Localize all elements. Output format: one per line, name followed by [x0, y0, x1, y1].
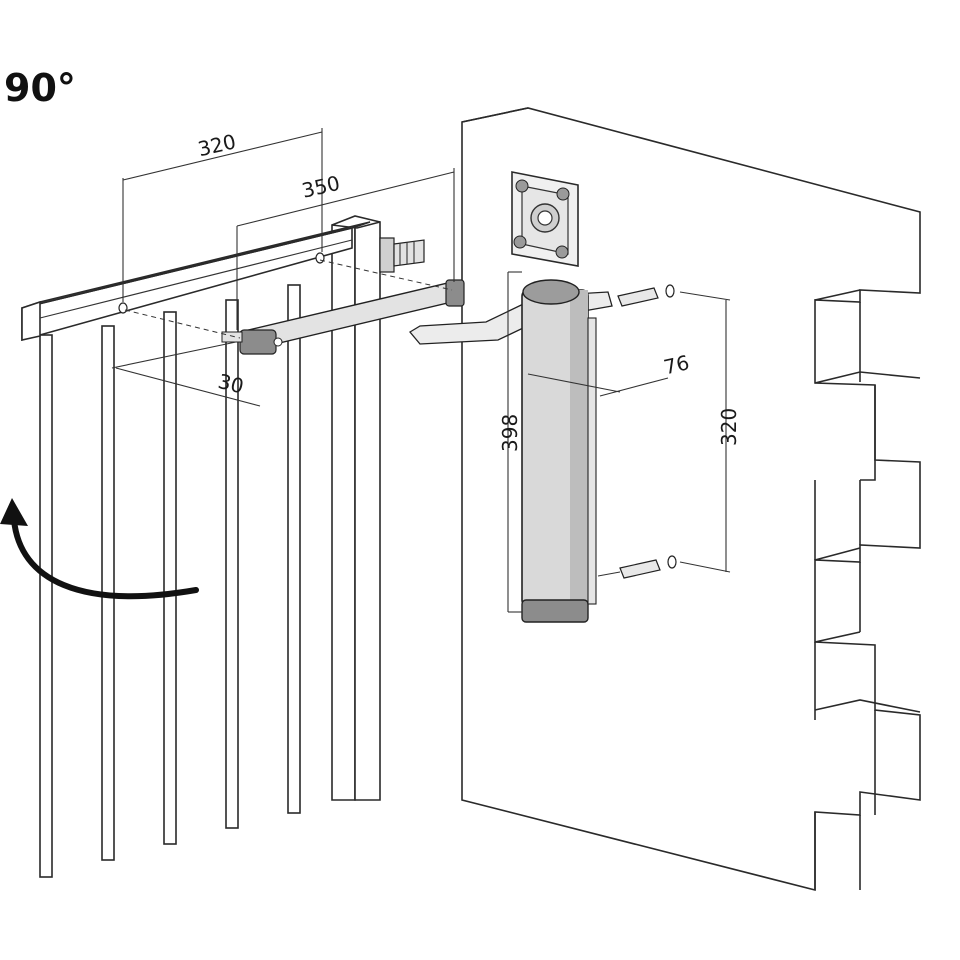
dimension-320-bolts: 320 — [717, 408, 741, 446]
anchor-bolts — [597, 284, 677, 579]
opening-angle-label: 90° — [4, 66, 76, 110]
dimension-lines — [111, 128, 731, 613]
dimension-398-height: 398 — [498, 414, 522, 452]
dimension-320-arm: 320 — [196, 129, 239, 161]
mounting-plate — [511, 171, 579, 267]
gate-bars — [39, 284, 301, 878]
dimension-76-depth: 76 — [661, 350, 691, 379]
dimension-30-offset: 30 — [216, 369, 247, 398]
swing-direction-arrow — [0, 498, 199, 600]
dimension-350-arm: 350 — [300, 171, 343, 203]
gate-post — [331, 215, 425, 801]
closer-cylinder — [521, 279, 597, 623]
